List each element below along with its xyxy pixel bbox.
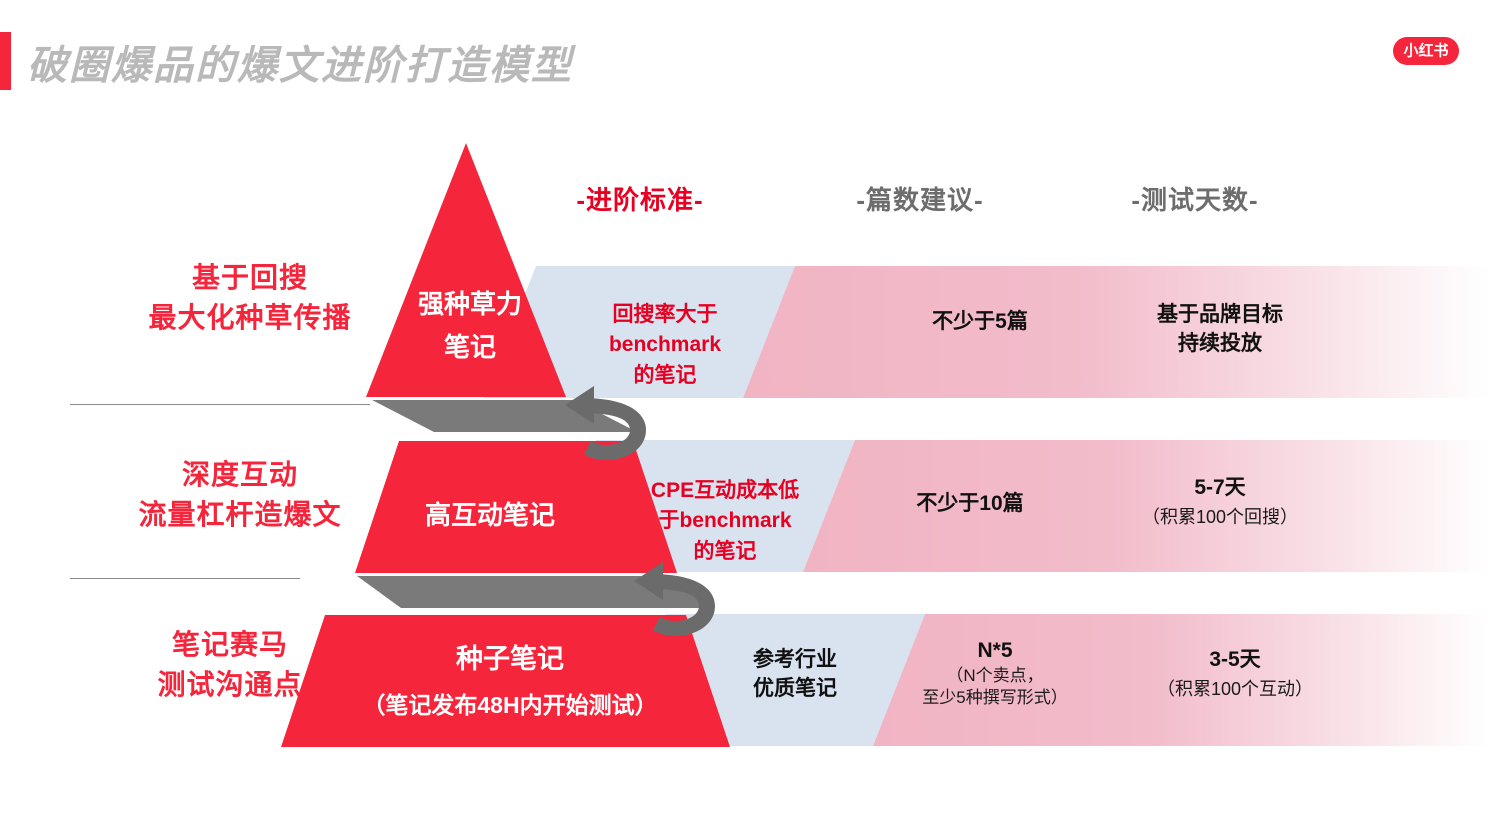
- row-label-1-line2: 最大化种草传播: [148, 301, 352, 333]
- cell-days-row-2-line1: 5-7天: [1194, 476, 1246, 499]
- pyramid-tier-1-label: 强种草力 笔记: [370, 283, 570, 369]
- cell-standard-row-1-line3: 的笔记: [633, 363, 697, 387]
- cell-days-row-3-line1: 3-5天: [1209, 648, 1261, 671]
- cell-count-row-3-sub2: 至少5种撰写形式）: [922, 688, 1068, 708]
- cell-standard-row-2-line3: 的笔记: [693, 539, 757, 563]
- band-metrics-row-1: [743, 266, 1489, 398]
- cell-standard-row-1: 回搜率大于 benchmark 的笔记: [570, 300, 760, 391]
- cell-standard-row-2-line1: CPE互动成本低: [650, 479, 800, 502]
- logo-label: 小红书: [1403, 42, 1449, 59]
- cell-days-row-2: 5-7天 （积累100个回搜）: [1090, 473, 1350, 531]
- pyramid-tier-2: [355, 441, 677, 573]
- cell-count-row-1: 不少于5篇: [870, 307, 1090, 336]
- cell-days-row-3-sub: （积累100个互动）: [1156, 679, 1314, 700]
- row-label-1-line1: 基于回搜: [191, 262, 308, 293]
- cell-standard-row-1-line2: benchmark: [608, 333, 722, 357]
- cell-count-row-3: N*5 （N个卖点， 至少5种撰写形式）: [880, 636, 1110, 710]
- row-label-3: 笔记赛马 测试沟通点: [100, 625, 360, 705]
- cell-days-row-1-line2: 持续投放: [1178, 332, 1262, 356]
- tier-3-line1: 种子笔记: [456, 644, 564, 674]
- band-metrics-row-2: [803, 440, 1489, 572]
- row-label-3-line2: 测试沟通点: [157, 668, 303, 700]
- loop-arrow-icon-1: [565, 386, 646, 460]
- column-header-standard: -进阶标准-: [576, 185, 704, 215]
- xiaohongshu-logo-icon: 小红书: [1393, 37, 1459, 65]
- band-metrics-row-3: [873, 614, 1489, 746]
- tier-3-line2: （笔记发布48H内开始测试）: [362, 692, 658, 718]
- pyramid-shadow-slab-2: [357, 576, 712, 608]
- row-label-2-line1: 深度互动: [181, 459, 298, 490]
- cell-standard-row-2-line2: 于benchmark: [658, 509, 792, 533]
- cell-count-row-3-value: N*5: [977, 639, 1013, 662]
- cell-days-row-3: 3-5天 （积累100个互动）: [1110, 645, 1360, 703]
- cell-standard-row-2: CPE互动成本低 于benchmark 的笔记: [630, 476, 820, 567]
- cell-days-row-1-line1: 基于品牌目标: [1157, 303, 1283, 326]
- cell-count-row-3-sub1: （N个卖点，: [946, 666, 1044, 686]
- loop-arrow-icon-2: [634, 562, 715, 636]
- pyramid-tier-2-label: 高互动笔记: [330, 495, 650, 532]
- cell-standard-row-3: 参考行业 优质笔记: [700, 645, 890, 704]
- pyramid-tier-3: [281, 615, 730, 747]
- cell-standard-row-3-line1: 参考行业: [753, 648, 837, 671]
- cell-count-row-2-value: 不少于10篇: [916, 492, 1024, 515]
- row-label-2-line2: 流量杠杆造爆文: [138, 498, 342, 530]
- column-header-days: -测试天数-: [1131, 185, 1259, 215]
- cell-days-row-1: 基于品牌目标 持续投放: [1090, 300, 1350, 359]
- column-header-count: -篇数建议-: [856, 185, 984, 215]
- cell-standard-row-1-line1: 回搜率大于: [612, 303, 718, 326]
- pyramid-tier-1: [366, 143, 566, 397]
- band-standard-row-1: [484, 266, 795, 398]
- row-label-2: 深度互动 流量杠杆造爆文: [110, 455, 370, 535]
- title-accent-bar: [0, 32, 11, 90]
- row-label-3-line1: 笔记赛马: [171, 629, 288, 660]
- band-row-1: [484, 266, 1489, 398]
- divider-line-2: [70, 578, 300, 579]
- cell-count-row-2: 不少于10篇: [860, 489, 1080, 518]
- cell-days-row-2-sub: （积累100个回搜）: [1141, 507, 1299, 528]
- tier-1-line2: 笔记: [443, 331, 496, 362]
- tier-2-line1: 高互动笔记: [424, 500, 555, 530]
- row-label-1: 基于回搜 最大化种草传播: [120, 258, 380, 338]
- tier-1-line1: 强种草力: [417, 289, 522, 319]
- cell-standard-row-3-line2: 优质笔记: [753, 677, 837, 701]
- page-title: 破圈爆品的爆文进阶打造模型: [27, 44, 573, 88]
- divider-line-1: [70, 404, 370, 405]
- cell-count-row-1-value: 不少于5篇: [932, 310, 1028, 333]
- pyramid-tier-3-label: 种子笔记 （笔记发布48H内开始测试）: [300, 637, 720, 720]
